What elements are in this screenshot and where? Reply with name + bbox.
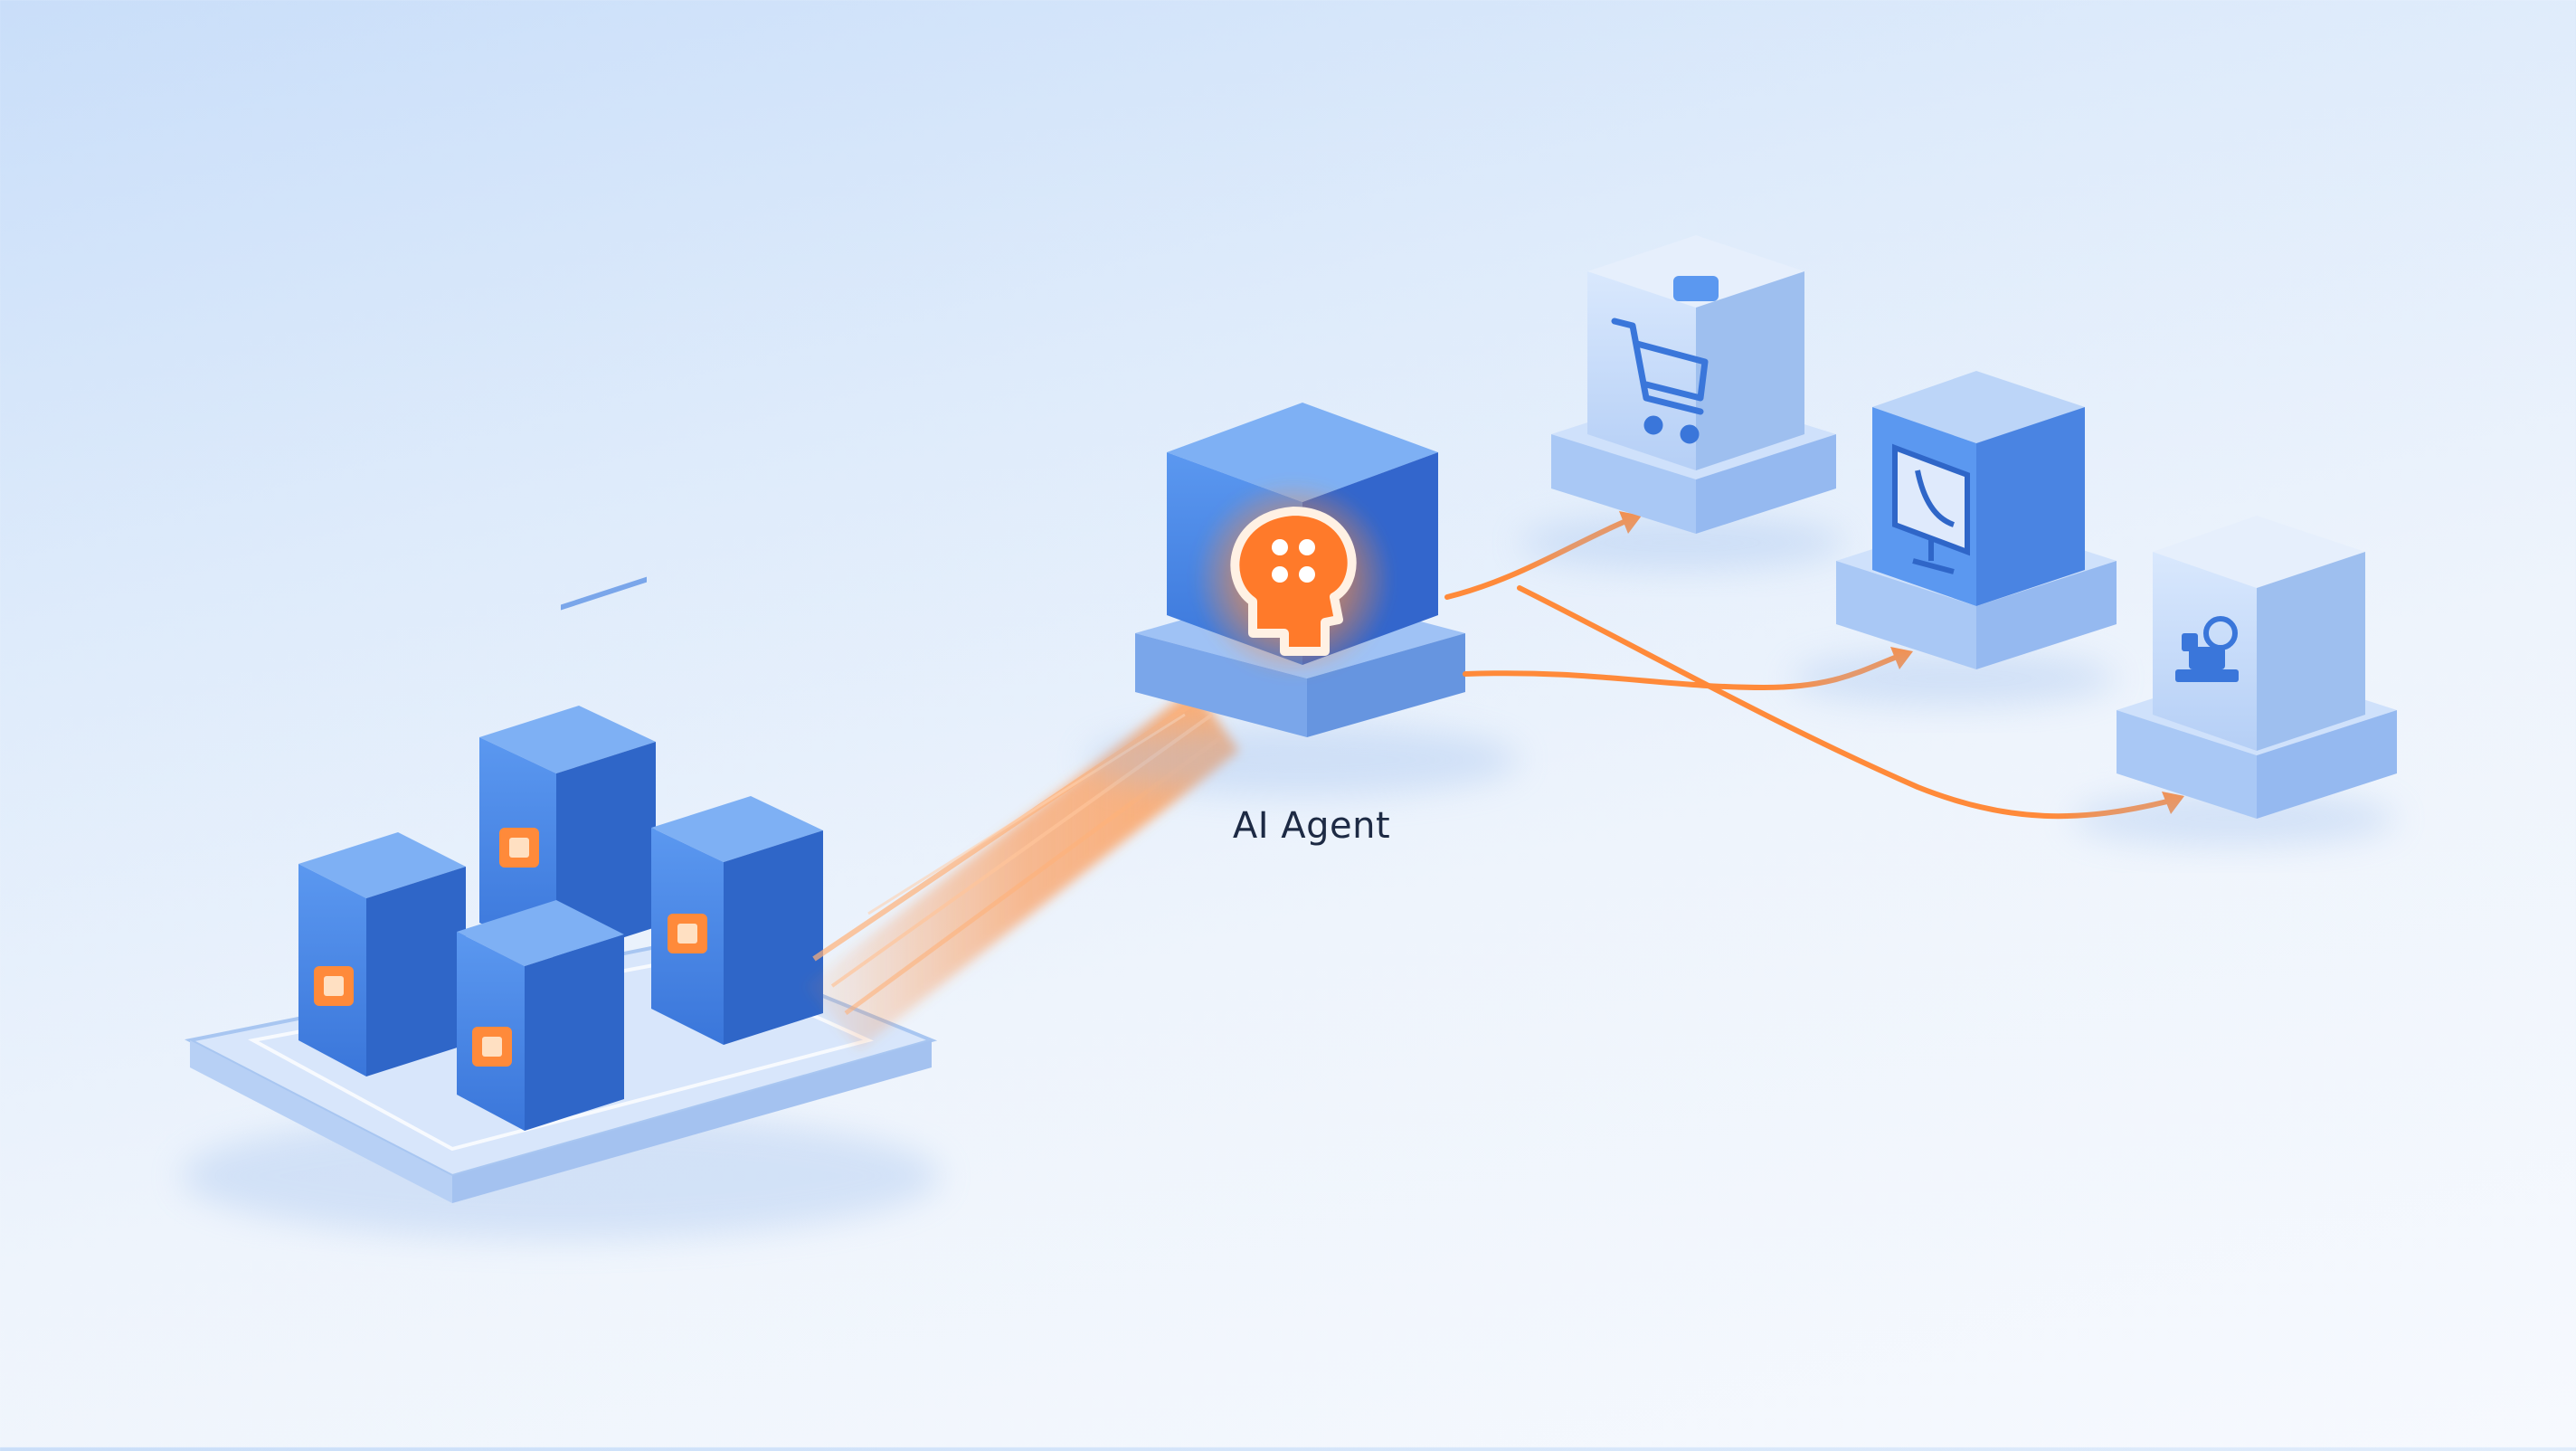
chip-icon bbox=[472, 1027, 512, 1067]
target-cart-node bbox=[1520, 235, 1845, 570]
server-cluster bbox=[181, 577, 941, 1239]
server-rack-icon bbox=[298, 832, 466, 1076]
agent-label: AI Agent bbox=[1167, 805, 1456, 847]
chip-icon bbox=[314, 966, 354, 1006]
server-rack-icon bbox=[651, 796, 823, 1045]
agent-node bbox=[1085, 403, 1520, 796]
chip-icon bbox=[668, 914, 707, 953]
server-rack-icon bbox=[457, 900, 624, 1131]
tag-icon bbox=[1673, 276, 1719, 301]
target-machine-node bbox=[2071, 516, 2397, 846]
chip-icon bbox=[499, 828, 539, 868]
server-rack-icon bbox=[479, 577, 656, 959]
